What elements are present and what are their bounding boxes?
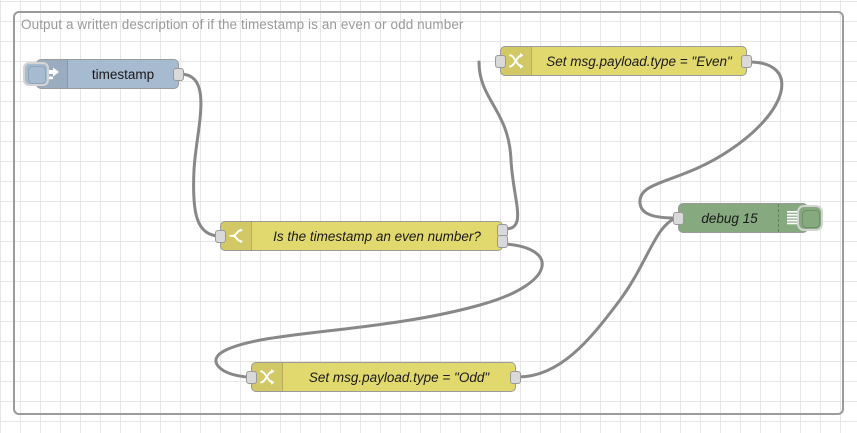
debug-input-port[interactable] <box>673 212 684 225</box>
debug-toggle-button[interactable] <box>797 205 823 231</box>
node-inject-timestamp[interactable]: timestamp <box>23 59 184 89</box>
node-switch-even-check[interactable]: Is the timestamp an even number? <box>215 221 508 251</box>
wire-inject-to-switch <box>178 72 222 238</box>
switch-input-port[interactable] <box>215 230 226 243</box>
change-swap-icon <box>501 47 532 75</box>
node-change-even[interactable]: Set msg.payload.type = "Even" <box>495 46 752 76</box>
change-even-input-port[interactable] <box>495 55 506 68</box>
debug-list-icon <box>778 204 807 232</box>
switch-node-label: Is the timestamp an even number? <box>273 228 481 244</box>
inject-node-label: timestamp <box>91 66 155 82</box>
switch-branch-icon <box>221 222 252 250</box>
change-odd-output-port[interactable] <box>510 371 521 384</box>
node-change-odd[interactable]: Set msg.payload.type = "Odd" <box>246 362 521 392</box>
change-swap-icon <box>252 363 283 391</box>
change-odd-input-port[interactable] <box>246 371 257 384</box>
inject-button-inner <box>28 66 46 84</box>
switch-output-port-2[interactable] <box>497 235 508 248</box>
wire-switch-to-odd <box>214 242 544 379</box>
inject-trigger-button[interactable] <box>23 62 49 86</box>
group-label: Output a written description of if the t… <box>21 17 464 32</box>
change-even-label: Set msg.payload.type = "Even" <box>546 53 732 69</box>
debug-node-label: debug 15 <box>701 210 758 226</box>
wire-switch-to-even <box>477 60 520 231</box>
wire-even-to-debug <box>638 60 784 220</box>
change-even-output-port[interactable] <box>741 55 752 68</box>
debug-button-inner <box>802 210 820 228</box>
node-debug-15[interactable]: debug 15 <box>673 203 823 233</box>
wire-odd-to-debug <box>516 216 678 379</box>
inject-output-port[interactable] <box>173 68 184 81</box>
change-odd-label: Set msg.payload.type = "Odd" <box>308 369 490 385</box>
